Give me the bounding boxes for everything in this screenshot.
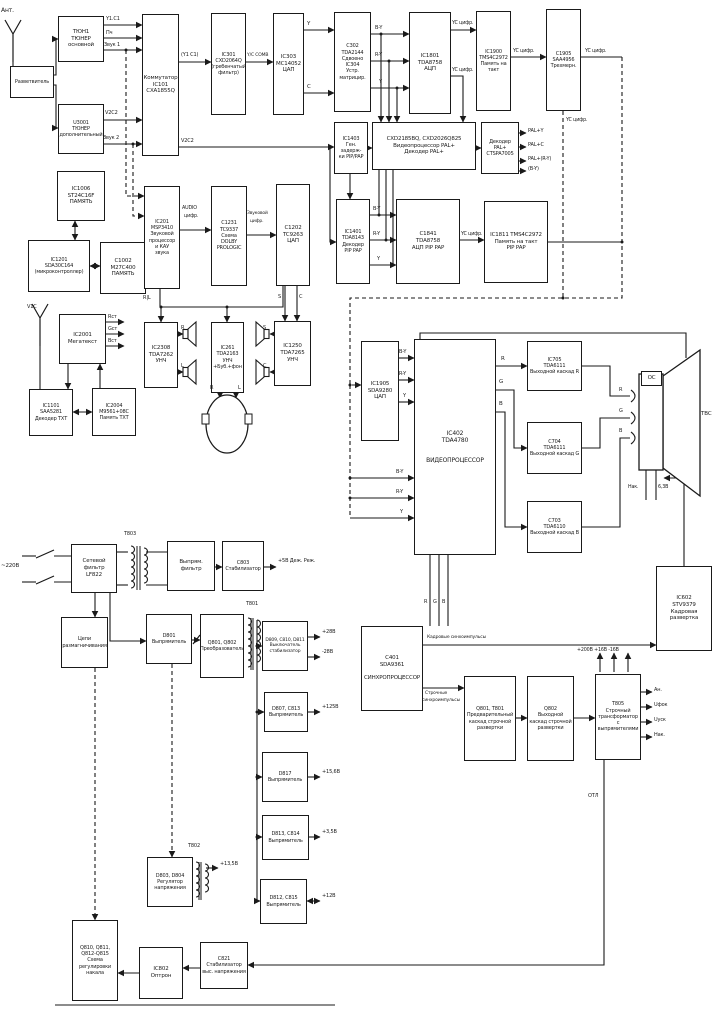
wire	[496, 411, 528, 531]
junction-dot	[348, 383, 352, 387]
junction-dot	[124, 48, 128, 52]
speaker-left-c-icon	[263, 366, 270, 378]
antenna-txt-icon	[31, 303, 49, 346]
junction-dot	[395, 86, 399, 90]
wire	[159, 286, 284, 308]
junction-dot	[159, 305, 163, 309]
crt-neck	[638, 373, 664, 471]
speaker-left-c-icon	[255, 358, 265, 386]
junction-dot	[255, 710, 259, 714]
wire	[109, 593, 147, 645]
crt-pin-icon	[630, 411, 636, 425]
subwoofer-driver-icon	[201, 413, 210, 425]
speaker-right-r-icon	[182, 328, 189, 340]
junction-dot	[391, 263, 395, 267]
wire	[51, 35, 59, 76]
speaker-right-r-icon	[187, 320, 197, 348]
speaker-right-l-icon	[187, 358, 197, 386]
wire	[582, 365, 630, 397]
subwoofer-icon	[205, 394, 249, 454]
junction-dot	[131, 142, 135, 146]
wire	[132, 144, 145, 220]
wire	[51, 84, 59, 132]
switch-icon	[192, 634, 201, 645]
junction-dot	[377, 213, 381, 217]
wire	[582, 417, 630, 449]
junction-dot	[328, 145, 332, 149]
junction-dot	[225, 305, 229, 309]
crt-pin-icon	[630, 431, 636, 445]
wire	[496, 389, 528, 452]
junction-dot	[255, 775, 259, 779]
transformer-coil-icon	[130, 545, 136, 589]
transformer-coil-icon	[143, 547, 149, 584]
wire	[125, 50, 145, 200]
junction-dot	[348, 476, 352, 480]
junction-dot	[348, 496, 352, 500]
crt-funnel-icon	[662, 348, 701, 498]
wire	[451, 75, 467, 123]
wire	[247, 760, 605, 969]
junction-dot	[561, 296, 565, 300]
speaker-left-s-icon	[263, 328, 270, 340]
junction-dot	[255, 835, 259, 839]
wire	[419, 332, 687, 358]
transformer-coil-icon	[256, 619, 262, 663]
junction-dot	[255, 644, 259, 648]
wire	[582, 437, 630, 528]
wire	[663, 474, 685, 566]
speaker-right-l-icon	[182, 366, 189, 378]
junction-dot	[387, 59, 391, 63]
speaker-left-s-icon	[255, 320, 265, 348]
wire	[349, 57, 623, 389]
switch-icon	[35, 549, 55, 559]
junction-dot	[620, 240, 624, 244]
switch-icon	[35, 575, 55, 585]
junction-dot	[379, 32, 383, 36]
crt-pin-icon	[630, 389, 636, 403]
subwoofer-driver-icon	[244, 413, 253, 425]
junction-dot	[384, 238, 388, 242]
wire	[329, 147, 337, 246]
transformer-coil-icon	[204, 863, 210, 893]
antenna-main-icon	[4, 19, 22, 62]
